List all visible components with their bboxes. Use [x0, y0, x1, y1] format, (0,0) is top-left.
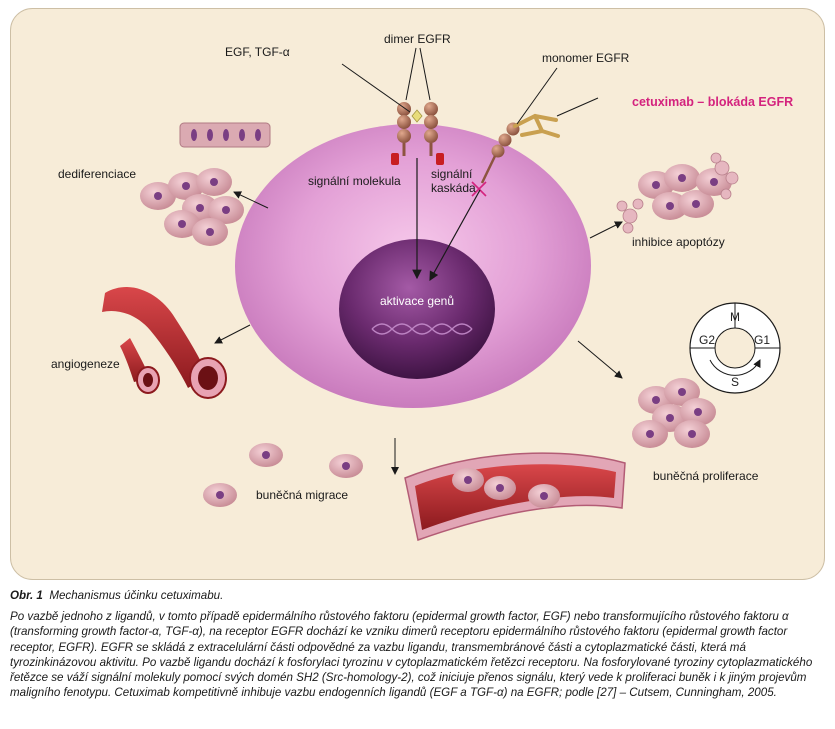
signal-molecule-label: signální molekula: [308, 174, 401, 188]
caption-title-line: Obr. 1 Mechanismus účinku cetuximabu.: [10, 588, 825, 603]
migration-cells: [203, 443, 363, 507]
cell-cycle: M G1 S G2: [689, 302, 781, 394]
apoptosis-inhibition-label: inhibice apoptózy: [632, 235, 725, 249]
signal-cascade-label-2: kaskáda: [431, 181, 476, 195]
cetuximab-antibody: [513, 113, 560, 138]
phase-g1: G1: [754, 333, 770, 347]
phase-m: M: [730, 310, 740, 324]
apoptosis-cells: [616, 152, 739, 234]
angiogenesis-label: angiogeneze: [51, 357, 120, 371]
migration-vessel: [404, 452, 626, 541]
signal-arrows: [412, 158, 481, 282]
block-mark: [471, 181, 487, 197]
cetuximab-label: cetuximab – blokáda EGFR: [632, 95, 793, 109]
caption-title: Mechanismus účinku cetuximabu.: [49, 589, 224, 602]
proliferation-label: buněčná proliferace: [653, 469, 759, 483]
proliferation-cells: [632, 378, 716, 448]
gene-activation-label: aktivace genů: [380, 294, 454, 308]
dna-helix: [371, 323, 473, 335]
dedifferentiated-cells: [140, 168, 244, 246]
caption-text: Po vazbě jednoho z ligandů, v tomto příp…: [10, 610, 813, 700]
cell-nucleus: [339, 239, 495, 379]
effect-arrows: [214, 191, 623, 475]
dimer-label: dimer EGFR: [384, 32, 451, 46]
figure-panel: aktivace genů: [10, 8, 825, 580]
dedifferentiation-label: dediferenciace: [58, 167, 136, 181]
signal-cascade-label-1: signální: [431, 167, 473, 181]
label-leaders: [341, 47, 599, 125]
angiogenesis-vessel: [102, 287, 227, 399]
phase-s: S: [731, 375, 739, 389]
egfr-dimer: [391, 102, 444, 165]
phase-g2: G2: [699, 333, 715, 347]
figure-caption: Obr. 1 Mechanismus účinku cetuximabu. Po…: [10, 588, 825, 700]
migration-label: buněčná migrace: [256, 488, 348, 502]
monomer-label: monomer EGFR: [542, 51, 630, 65]
tissue-strip: [179, 122, 271, 148]
egf-label: EGF, TGF-α: [225, 45, 290, 59]
caption-label: Obr. 1: [10, 589, 43, 602]
